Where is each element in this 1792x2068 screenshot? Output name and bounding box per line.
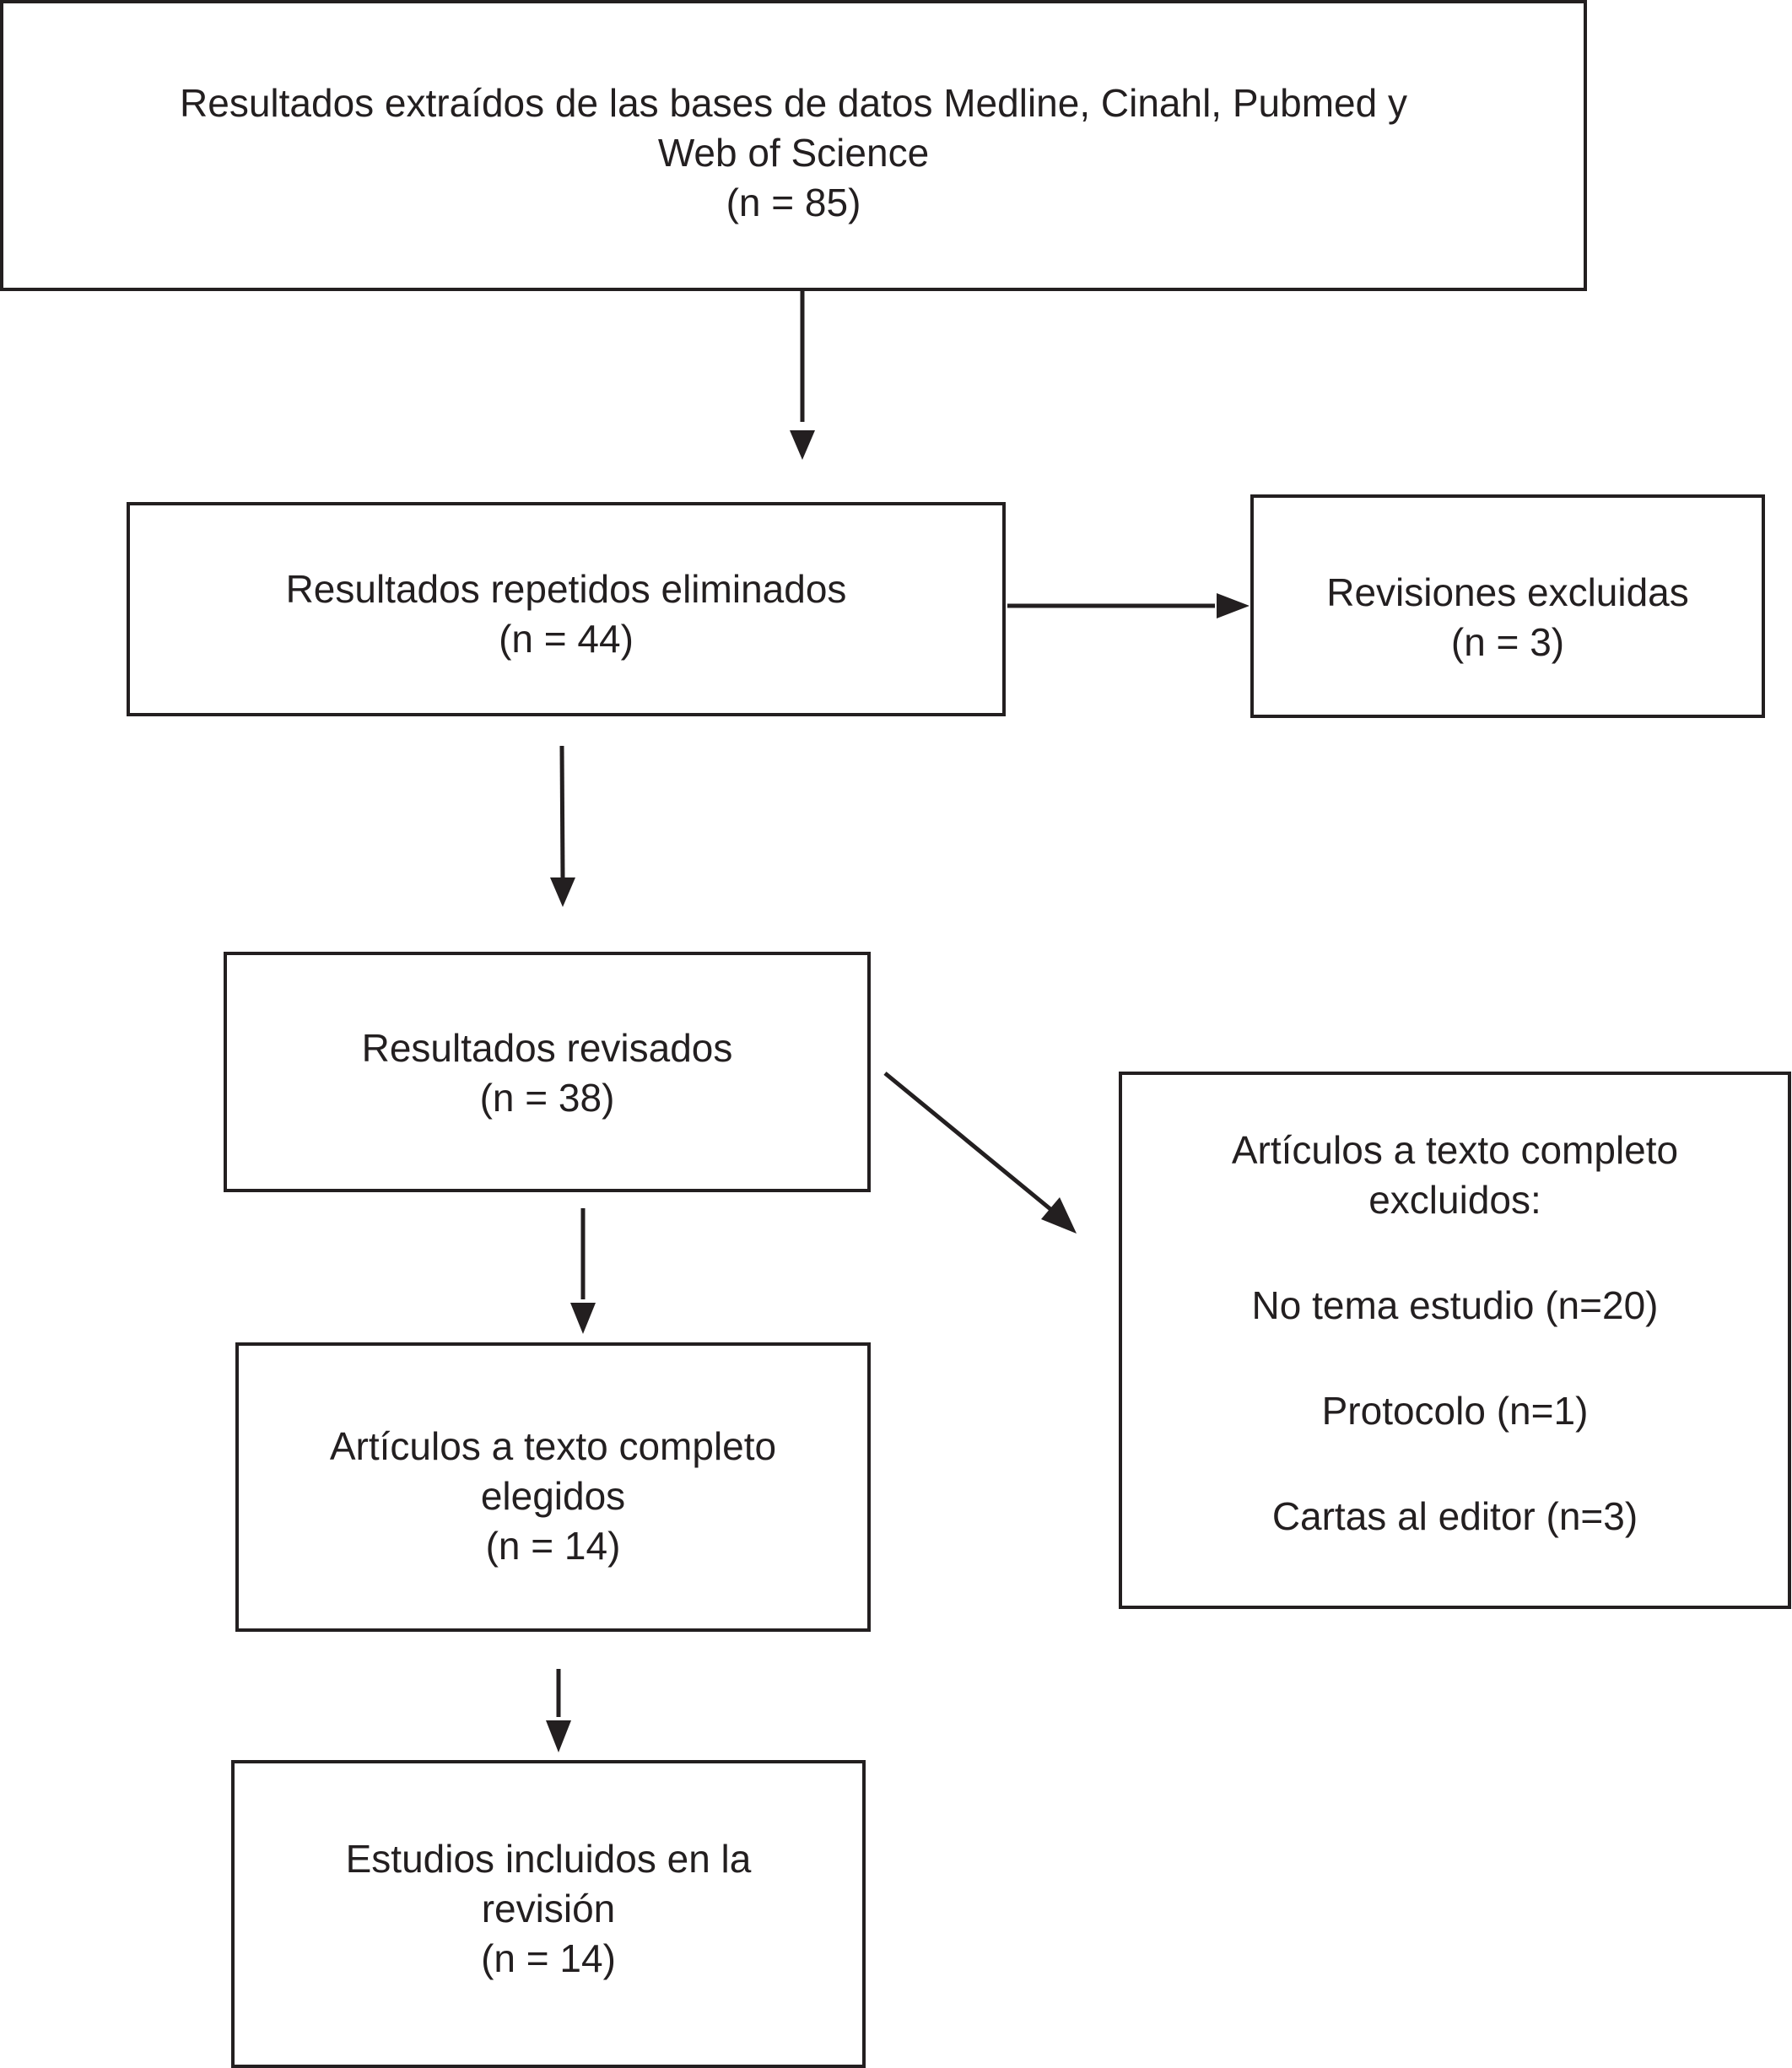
arrowhead-dedup-to-excluded-reviews bbox=[1217, 593, 1250, 618]
exclusion-reason: Cartas al editor (n=3) bbox=[1271, 1494, 1638, 1538]
fulltext-excluded-line1: Artículos a texto completo bbox=[1231, 1128, 1679, 1172]
included-studies-line2: revisión bbox=[481, 1887, 616, 1930]
fulltext-eligible-line2: elegidos bbox=[480, 1474, 626, 1518]
fulltext-excluded-box: Artículos a texto completo excluidos: No… bbox=[1119, 1072, 1791, 1609]
exclusion-reason: Protocolo (n=1) bbox=[1321, 1389, 1589, 1433]
fulltext-eligible-line1: Artículos a texto completo bbox=[329, 1424, 777, 1468]
excluded-reviews-count: (n = 3) bbox=[1450, 620, 1565, 664]
reviewed-results-label: Resultados revisados bbox=[361, 1026, 733, 1070]
excluded-reviews-label: Revisiones excluidas bbox=[1326, 570, 1689, 614]
reviewed-results-count: (n = 38) bbox=[479, 1076, 615, 1120]
included-studies-line1: Estudios incluidos en la bbox=[345, 1837, 752, 1881]
included-studies-count: (n = 14) bbox=[481, 1936, 616, 1980]
fulltext-eligible-count: (n = 14) bbox=[485, 1524, 621, 1568]
arrowhead-reviewed-to-eligible bbox=[570, 1303, 596, 1334]
arrowhead-reviewed-to-excluded bbox=[1041, 1197, 1077, 1234]
arrowhead-eligible-to-included bbox=[546, 1720, 571, 1752]
duplicates-removed-count: (n = 44) bbox=[499, 617, 634, 661]
reviewed-results-box: Resultados revisados (n = 38) bbox=[224, 952, 871, 1192]
fulltext-eligible-box: Artículos a texto completo elegidos (n =… bbox=[235, 1342, 871, 1632]
duplicates-removed-label: Resultados repetidos eliminados bbox=[285, 567, 847, 611]
duplicates-removed-box: Resultados repetidos eliminados (n = 44) bbox=[127, 502, 1006, 716]
excluded-reviews-box: Revisiones excluidas (n = 3) bbox=[1250, 494, 1765, 718]
arrow-dedup-to-reviewed bbox=[559, 745, 565, 878]
arrowhead-search-to-dedup bbox=[790, 430, 815, 460]
arrowhead-dedup-to-reviewed bbox=[550, 877, 575, 907]
search-results-line1: Resultados extraídos de las bases de dat… bbox=[180, 81, 1407, 125]
fulltext-excluded-line2: excluidos: bbox=[1368, 1178, 1541, 1222]
search-results-line2: Web of Science bbox=[657, 131, 930, 175]
search-results-count: (n = 85) bbox=[726, 181, 861, 224]
arrow-reviewed-to-excluded bbox=[883, 1072, 1052, 1211]
exclusion-reason: No tema estudio (n=20) bbox=[1251, 1283, 1659, 1327]
included-studies-box: Estudios incluidos en la revisión (n = 1… bbox=[231, 1760, 866, 2068]
search-results-box: Resultados extraídos de las bases de dat… bbox=[0, 0, 1587, 291]
